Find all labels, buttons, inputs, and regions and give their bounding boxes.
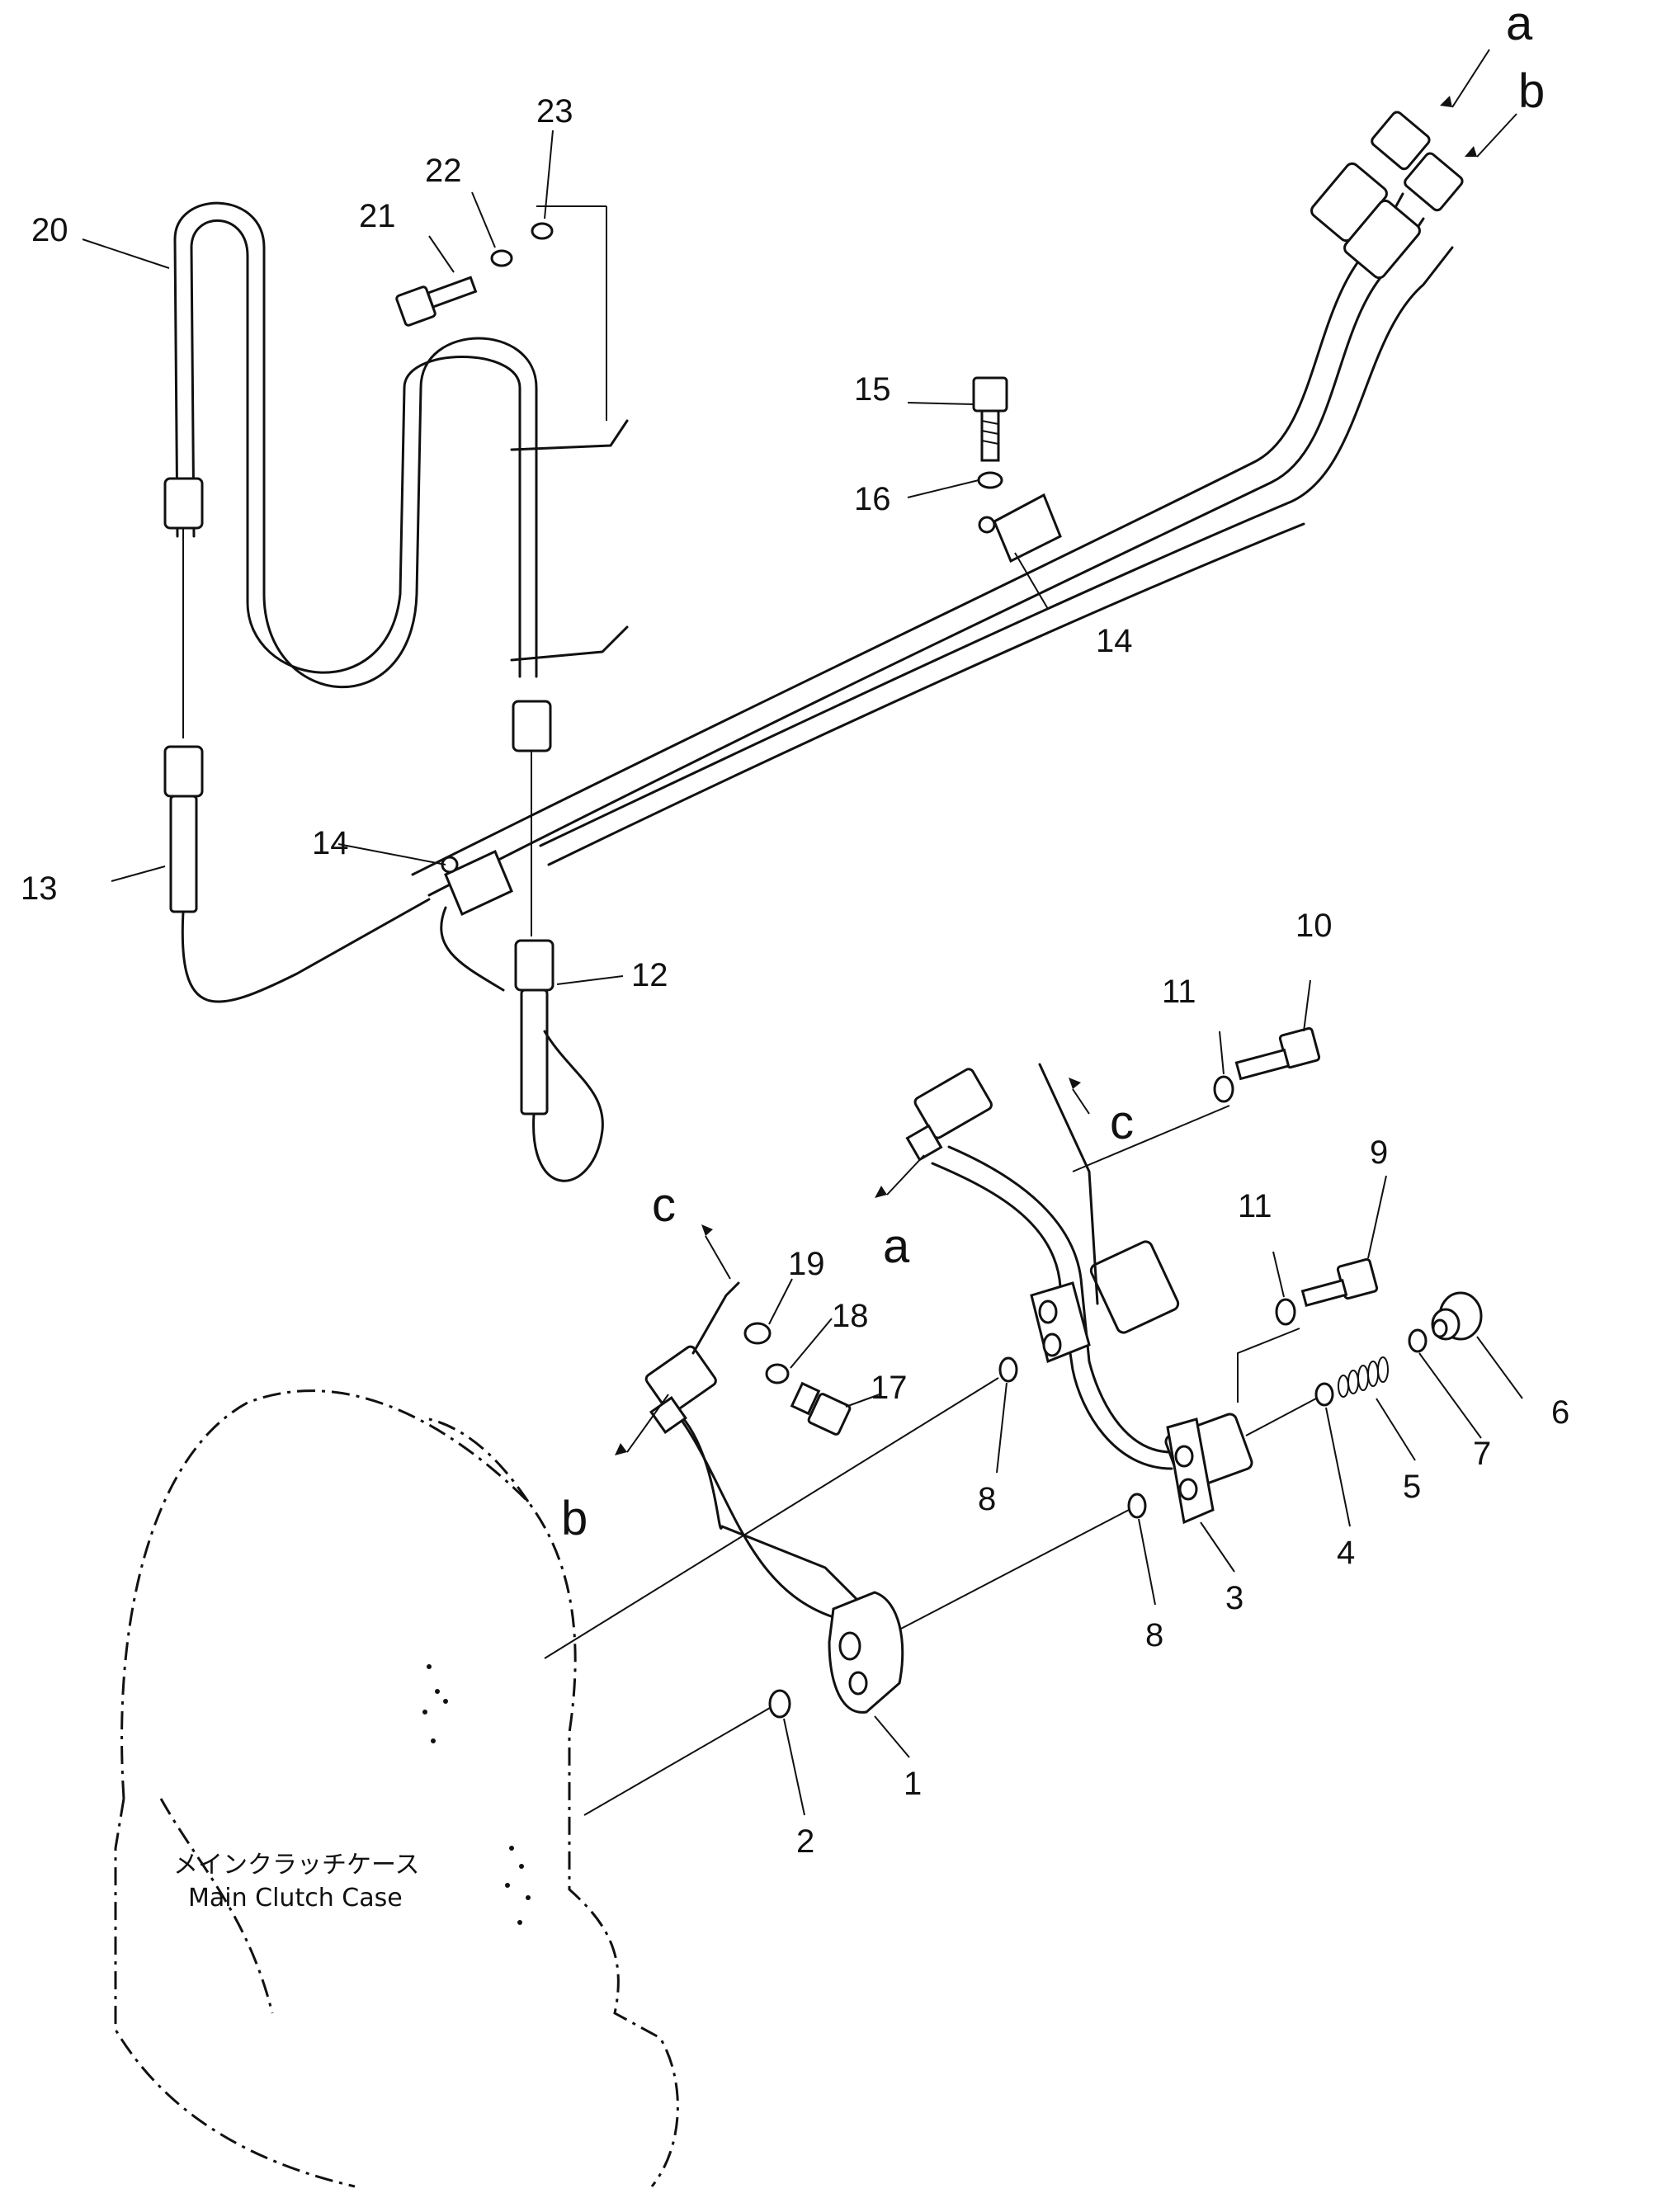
flange-3-upper (1030, 1240, 1180, 1364)
callout-14-lower: 14 (312, 825, 349, 861)
mark-b-top: b (1518, 64, 1545, 118)
washer-18 (765, 1363, 790, 1384)
washer-11-upper (1213, 1075, 1234, 1103)
fitting-b-lower (644, 1345, 717, 1434)
o-ring-8-upper (998, 1356, 1018, 1383)
flange-1 (828, 1591, 904, 1714)
plug-6 (1431, 1291, 1483, 1341)
mark-a-top: a (1506, 0, 1533, 50)
callout-8-upper: 8 (978, 1481, 996, 1517)
callout-23: 23 (536, 93, 573, 130)
callout-10: 10 (1295, 908, 1333, 944)
o-ring-4 (1314, 1382, 1334, 1407)
bolt-21 (395, 276, 478, 327)
bolt-15 (972, 376, 1008, 462)
part-12-hose (440, 906, 604, 1182)
clip-lower (510, 625, 629, 662)
washer-16 (977, 471, 1003, 489)
callout-5: 5 (1403, 1469, 1421, 1505)
bolt-9 (1300, 1257, 1379, 1308)
callout-18: 18 (832, 1298, 869, 1334)
callout-1: 1 (904, 1766, 922, 1802)
fitting-a-lower (905, 1068, 993, 1162)
o-ring-7 (1408, 1328, 1428, 1353)
case-label-jp: メインクラッチケース (173, 1851, 420, 1880)
callout-11-lower: 11 (1238, 1188, 1272, 1224)
case-bolt-marks (422, 1664, 531, 1925)
nut-20-left (163, 477, 204, 530)
callout-4: 4 (1337, 1535, 1355, 1571)
flange-3-lower (1164, 1413, 1253, 1525)
washer-23 (531, 222, 554, 240)
callout-2: 2 (796, 1823, 814, 1860)
fitting-a-upper (1310, 111, 1431, 243)
callout-13: 13 (21, 870, 58, 907)
callout-8-lower: 8 (1145, 1617, 1163, 1653)
callout-3: 3 (1225, 1580, 1243, 1616)
bolt-17 (790, 1381, 852, 1436)
nut-20-right (512, 700, 552, 752)
washer-11-lower (1275, 1298, 1296, 1326)
o-ring-2 (768, 1689, 791, 1719)
callout-19: 19 (788, 1246, 825, 1282)
callout-11-upper: 11 (1162, 974, 1196, 1010)
clamp-14-upper (978, 493, 1062, 564)
callout-7: 7 (1473, 1436, 1491, 1472)
mark-c-right: c (1110, 1096, 1134, 1149)
leader-lines (82, 49, 1523, 1816)
callout-15: 15 (854, 371, 891, 408)
clip-upper (510, 419, 629, 451)
o-ring-8-lower (1127, 1493, 1147, 1519)
callout-20: 20 (31, 212, 68, 248)
case-label-en: Main Clutch Case (188, 1884, 403, 1913)
main-clutch-case: メインクラッチケース Main Clutch Case (114, 1389, 679, 2188)
lower-pipe-assembly (544, 1026, 1483, 1816)
fitting-b-upper (1343, 152, 1464, 280)
callout-22: 22 (425, 153, 462, 189)
callout-12: 12 (631, 957, 668, 993)
mark-c-left: c (652, 1178, 676, 1232)
callout-6: 6 (1551, 1394, 1569, 1431)
clamp-14-lower (441, 849, 513, 917)
upper-pipe-assembly (163, 111, 1464, 1182)
part-13-hose (163, 745, 431, 1003)
washer-22 (490, 249, 513, 267)
mark-b-low: b (561, 1492, 588, 1545)
callout-17: 17 (871, 1370, 908, 1406)
spring-5 (1338, 1356, 1389, 1398)
callout-14-upper: 14 (1096, 623, 1133, 659)
callout-labels: 1 2 3 4 5 6 7 8 8 9 10 11 11 12 13 14 14… (21, 0, 1569, 1860)
bolt-10 (1234, 1026, 1321, 1081)
callout-16: 16 (854, 481, 891, 517)
mark-a-low: a (883, 1219, 910, 1273)
callout-9: 9 (1370, 1134, 1388, 1171)
callout-21: 21 (359, 198, 396, 234)
washer-19 (743, 1322, 772, 1345)
